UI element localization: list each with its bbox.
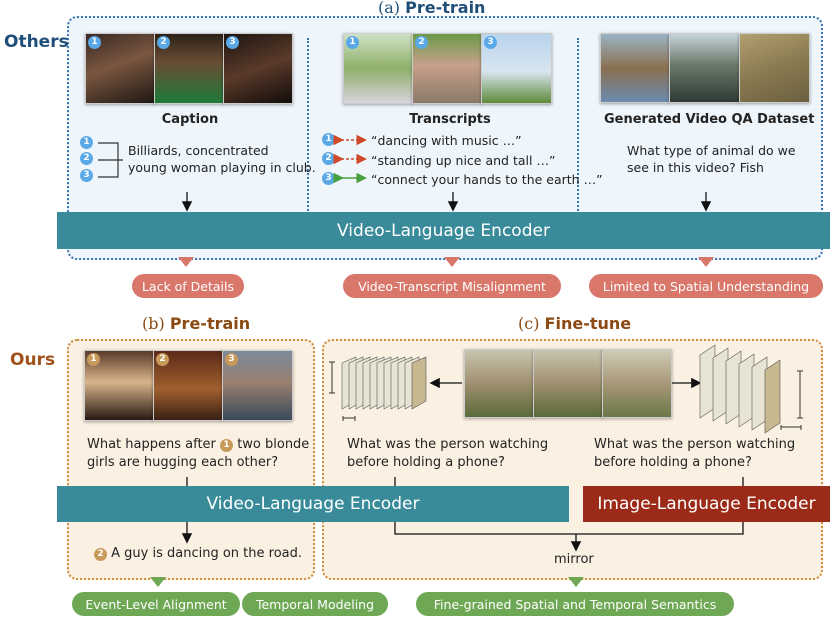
transcript-line: “dancing with music …” [371,133,522,148]
column-divider [577,38,579,238]
qa-frame [739,33,810,103]
caption-heading: Caption [161,112,219,127]
answer-text: A guy is dancing on the road. [111,546,302,561]
mirror-label: mirror [554,552,594,567]
badge: 3 [226,36,239,49]
question-text: two blonde [237,437,310,452]
image-language-encoder: Image-Language Encoder [583,486,830,522]
question-text: What happens after [87,437,216,452]
badge: 2 [157,36,170,49]
qa-frame [669,33,740,103]
caption-frame [223,33,293,104]
badge: 3 [484,36,497,49]
pretrain-thumbnails: 1 2 3 [84,350,293,421]
badge: 1 [346,36,359,49]
top-title-prefix: (a) [378,0,401,17]
qa-heading: Generated Video QA Dataset [604,112,815,127]
badge: 3 [322,172,335,185]
benefit-pill: Fine-grained Spatial and Temporal Semant… [416,592,734,616]
column-divider [307,38,309,238]
transcript-lines: “dancing with music …” “standing up nice… [371,131,603,190]
badge: 2 [156,353,169,366]
badge: 1 [87,353,100,366]
badge: 1 [88,36,101,49]
c-title-bold: Fine-tune [544,314,632,333]
badge: 1 [80,136,93,149]
ours-label: Ours [10,350,56,370]
bottom-video-language-encoder: Video-Language Encoder [57,486,569,522]
pretrain-question: What happens after 1 two blonde girls ar… [87,436,309,472]
green-triangle [150,577,166,587]
top-title: (a) Pre-train [378,0,485,17]
qa-line: What type of animal do we [627,143,796,158]
question-line: What was the person watching [347,437,549,452]
transcript-line: “connect your hands to the earth …” [371,172,603,187]
finetune-frames [464,349,672,418]
pretrain-question-line1: What happens after 1 two blonde [87,436,309,454]
transcript-line: “standing up nice and tall …” [371,152,556,168]
badge: 1 [322,133,335,146]
qa-frame [600,33,670,103]
badge: 1 [220,439,234,452]
badge: 3 [80,169,93,182]
caption-thumbnails: 1 2 3 [85,33,293,104]
red-triangle [444,257,460,267]
question-line: before holding a phone? [347,455,505,470]
limitation-pill: Limited to Spatial Understanding [589,274,823,298]
badge: 3 [225,353,238,366]
temporal-stack [341,356,427,410]
badge: 2 [94,548,107,561]
question-line: What was the person watching [594,437,796,452]
question-line: before holding a phone? [594,455,752,470]
pretrain-answer: 2 A guy is dancing on the road. [94,546,302,562]
height-bracket [797,370,803,419]
pretrain-b-title: (b) Pre-train [142,314,250,333]
limitation-pill: Lack of Details [132,274,244,298]
qa-thumbnails [600,33,810,103]
qa-line: see in this video? Fish [627,160,764,175]
finetune-frame [533,349,603,418]
transcripts-heading: Transcripts [409,112,491,127]
green-triangle [568,577,584,587]
red-triangle [178,257,194,267]
transcript-thumbnails: 1 2 3 [343,33,552,104]
caption-bracket [98,142,123,178]
width-bracket [780,425,802,430]
benefit-pill: Event-Level Alignment [72,592,240,616]
mirror-connector [394,522,744,535]
width-bracket [342,416,356,421]
red-triangle [698,257,714,267]
badge: 2 [415,36,428,49]
benefit-pill: Temporal Modeling [242,592,388,616]
finetune-frame [602,349,672,418]
badge: 2 [322,152,335,165]
others-label: Others [4,32,69,52]
caption-line: Billiards, concentrated [128,143,269,158]
finetune-question-right: What was the person watching before hold… [594,436,795,472]
badge: 2 [80,152,93,165]
finetune-c-title: (c) Fine-tune [518,314,631,333]
caption-line: young woman playing in club. [128,160,316,175]
b-title-bold: Pre-train [169,314,251,333]
c-title-prefix: (c) [518,314,540,333]
top-video-language-encoder: Video-Language Encoder [57,212,830,249]
qa-text: What type of animal do we see in this vi… [627,142,796,176]
limitation-pill: Video-Transcript Misalignment [343,274,561,298]
finetune-question-left: What was the person watching before hold… [347,436,548,472]
spatial-stack [699,344,781,434]
height-bracket [329,361,335,394]
pretrain-question-line2: girls are hugging each other? [87,455,279,470]
caption-text: Billiards, concentrated young woman play… [128,142,316,176]
b-title-prefix: (b) [142,314,165,333]
top-title-bold: Pre-train [405,0,486,17]
